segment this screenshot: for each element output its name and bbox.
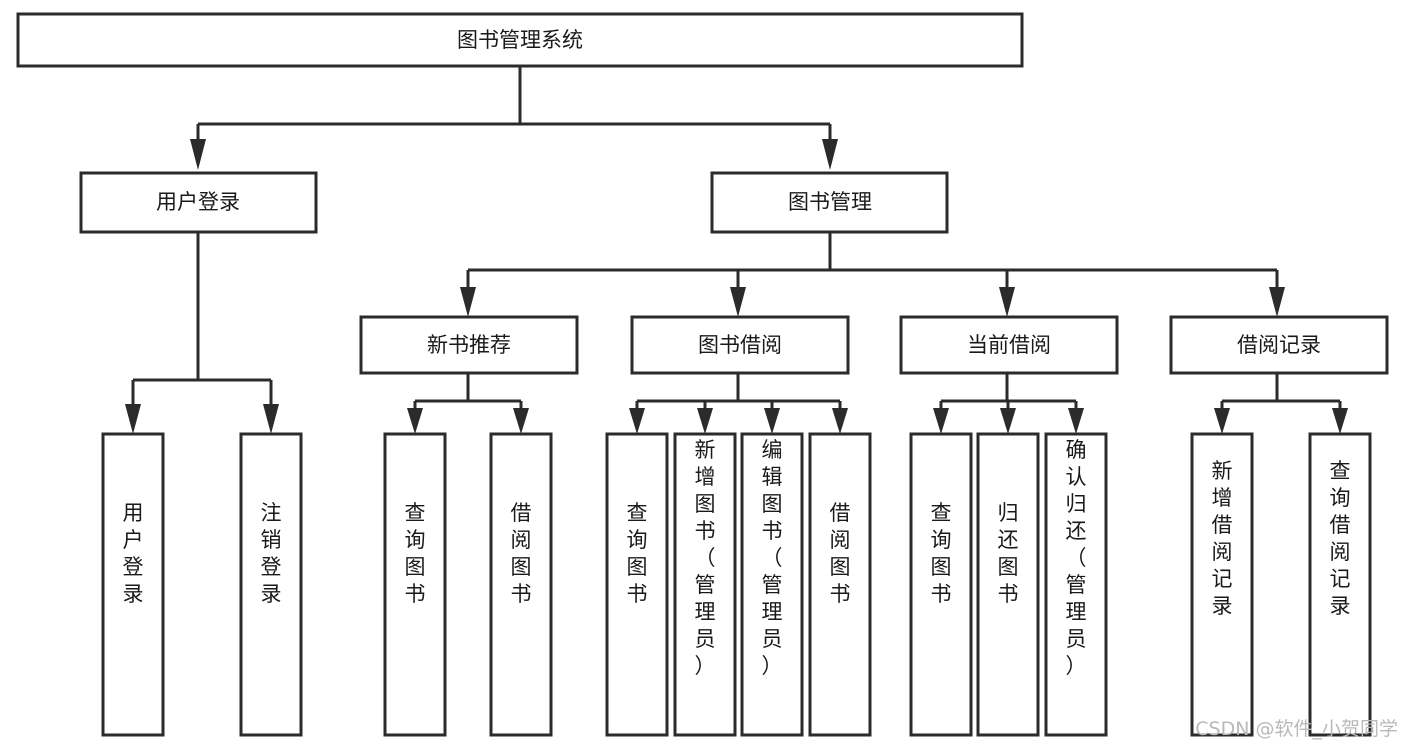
node-leaf-borrow-book-2-rect[interactable] <box>808 432 872 737</box>
watermark-label: CSDN @软件_小贺同学 <box>1195 718 1398 740</box>
node-leaf-add-book[interactable]: 新增图书（管理员） <box>673 432 737 737</box>
node-leaf-user-logout-rect[interactable] <box>239 432 303 737</box>
node-leaf-user-login[interactable]: 用户登录 <box>101 432 165 737</box>
node-leaf-query-book-3-rect[interactable] <box>909 432 973 737</box>
node-root-label: 图书管理系统 <box>457 28 583 52</box>
node-leaf-borrow-book-1[interactable]: 借阅图书 <box>489 432 553 737</box>
node-leaf-query-book-1[interactable]: 查询图书 <box>383 432 447 737</box>
node-leaf-borrow-book-1-rect[interactable] <box>489 432 553 737</box>
connector-bookborrow-to-leaves <box>629 373 848 434</box>
node-new-book-rec-rect[interactable] <box>359 315 579 375</box>
node-leaf-edit-book-label: 编辑图书（管理员） <box>762 438 783 678</box>
node-current-borrow-label: 当前借阅 <box>967 333 1051 357</box>
node-root-rect[interactable] <box>16 12 1024 68</box>
node-root[interactable]: 图书管理系统 <box>16 12 1024 68</box>
node-leaf-user-login-rect[interactable] <box>101 432 165 737</box>
node-leaf-query-book-1-label: 查询图书 <box>405 501 426 606</box>
connector-bookmanage-to-level3 <box>460 232 1285 317</box>
node-book-manage[interactable]: 图书管理 <box>710 171 949 234</box>
node-user-login[interactable]: 用户登录 <box>79 171 318 234</box>
node-leaf-borrow-book-1-label: 借阅图书 <box>511 501 532 606</box>
node-book-borrow-rect[interactable] <box>630 315 850 375</box>
node-leaf-add-book-rect[interactable] <box>673 432 737 737</box>
connector-userlogin-to-leaves <box>125 232 279 434</box>
node-leaf-user-login-label: 用户登录 <box>123 501 144 606</box>
node-leaf-query-book-2[interactable]: 查询图书 <box>605 432 669 737</box>
node-borrow-record[interactable]: 借阅记录 <box>1169 315 1389 375</box>
node-leaf-edit-book-rect[interactable] <box>740 432 804 737</box>
node-book-borrow-label: 图书借阅 <box>698 333 782 357</box>
node-leaf-confirm-return-label: 确认归还（管理员） <box>1066 438 1087 678</box>
connector-borrowrecord-to-leaves <box>1214 373 1348 434</box>
node-leaf-query-book-3-label: 查询图书 <box>931 501 952 606</box>
node-leaf-user-logout-label: 注销登录 <box>261 501 282 606</box>
node-user-login-rect[interactable] <box>79 171 318 234</box>
node-current-borrow[interactable]: 当前借阅 <box>899 315 1119 375</box>
connector-newbookrec-to-leaves <box>407 373 529 434</box>
node-leaf-add-record-rect[interactable] <box>1190 432 1254 737</box>
node-leaf-query-book-3[interactable]: 查询图书 <box>909 432 973 737</box>
node-book-manage-label: 图书管理 <box>788 190 872 214</box>
node-new-book-rec-label: 新书推荐 <box>427 333 511 357</box>
node-leaf-return-book-rect[interactable] <box>976 432 1040 737</box>
node-leaf-query-book-2-label: 查询图书 <box>627 501 648 606</box>
node-borrow-record-rect[interactable] <box>1169 315 1389 375</box>
node-book-borrow[interactable]: 图书借阅 <box>630 315 850 375</box>
connector-currentborrow-to-leaves <box>933 373 1084 434</box>
node-leaf-return-book[interactable]: 归还图书 <box>976 432 1040 737</box>
node-leaf-query-record[interactable]: 查询借阅记录 <box>1308 432 1372 737</box>
node-leaf-query-book-2-rect[interactable] <box>605 432 669 737</box>
node-leaf-query-record-label: 查询借阅记录 <box>1330 459 1351 618</box>
node-leaf-confirm-return-rect[interactable] <box>1044 432 1108 737</box>
node-book-manage-rect[interactable] <box>710 171 949 234</box>
node-leaf-confirm-return[interactable]: 确认归还（管理员） <box>1044 432 1108 737</box>
node-leaf-return-book-label: 归还图书 <box>998 501 1019 606</box>
node-leaf-edit-book[interactable]: 编辑图书（管理员） <box>740 432 804 737</box>
node-user-login-label: 用户登录 <box>156 190 240 214</box>
node-new-book-rec[interactable]: 新书推荐 <box>359 315 579 375</box>
node-current-borrow-rect[interactable] <box>899 315 1119 375</box>
node-leaf-add-record[interactable]: 新增借阅记录 <box>1190 432 1254 737</box>
node-leaf-query-book-1-rect[interactable] <box>383 432 447 737</box>
node-leaf-borrow-book-2[interactable]: 借阅图书 <box>808 432 872 737</box>
node-leaf-add-record-label: 新增借阅记录 <box>1212 459 1233 618</box>
node-leaf-add-book-label: 新增图书（管理员） <box>695 438 716 678</box>
node-borrow-record-label: 借阅记录 <box>1237 333 1321 357</box>
connector-root-to-level2 <box>190 66 838 170</box>
node-leaf-borrow-book-2-label: 借阅图书 <box>830 501 851 606</box>
node-leaf-query-record-rect[interactable] <box>1308 432 1372 737</box>
node-leaf-user-logout[interactable]: 注销登录 <box>239 432 303 737</box>
